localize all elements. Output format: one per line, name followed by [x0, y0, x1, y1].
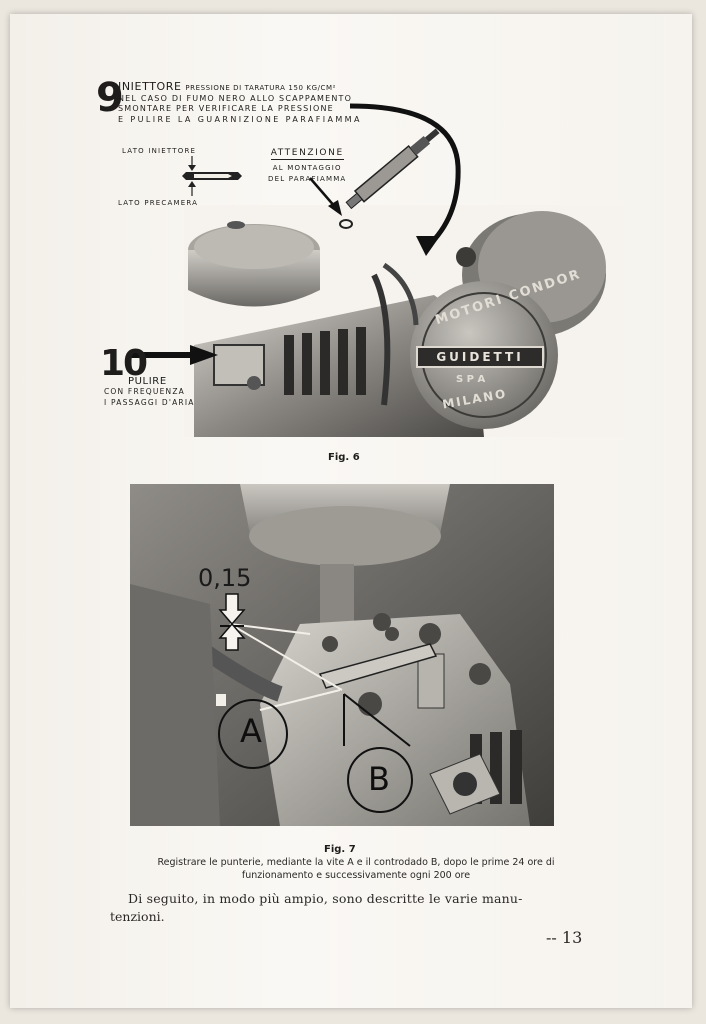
measure-label: 0,15	[198, 564, 252, 592]
step-10-text-block: PULIRE CON FREQUENZA I PASSAGGI D'ARIA	[104, 376, 195, 408]
arrow-10	[128, 345, 218, 365]
figure-6-caption: Fig. 6	[328, 452, 360, 463]
step-9-line-4: E PULIRE LA GUARNIZIONE PARAFIAMMA	[118, 114, 362, 124]
attenzione-block: ATTENZIONE AL MONTAGGIO DEL PARAFIAMMA	[268, 140, 346, 184]
attenzione-line-2: DEL PARAFIAMMA	[268, 174, 347, 183]
figure-7-description: Registrare le punterie, mediante la vite…	[96, 856, 616, 882]
step-9-pressure: PRESSIONE DI TARATURA 150 Kg/cm²	[185, 84, 337, 92]
step-9-text-block: INIETTORE PRESSIONE DI TARATURA 150 Kg/c…	[118, 80, 362, 125]
label-b: B	[368, 760, 390, 798]
step-9-title: INIETTORE	[118, 80, 182, 93]
step-9-number: 9	[96, 75, 124, 121]
figure-7-description-line-2: funzionamento e successivamente ogni 200…	[241, 870, 471, 881]
figure-7-description-line-1: Registrare le punterie, mediante la vite…	[157, 857, 555, 868]
attenzione-line-1: AL MONTAGGIO	[272, 164, 342, 172]
figure-6-engine-photo	[184, 205, 624, 437]
injector-diagram	[309, 103, 461, 256]
lato-precamera-label: LATO PRECAMERA	[118, 199, 199, 207]
gasket-diagram	[182, 156, 242, 196]
figure-7-caption: Fig. 7	[324, 844, 356, 855]
body-paragraph-line-2: tenzioni.	[110, 909, 165, 924]
step-10-number: 10	[100, 343, 148, 384]
step-9-line-2: NEL CASO DI FUMO NERO ALLO SCAPPAMENTO	[118, 93, 353, 103]
badge-brand-plate: GUIDETTI	[416, 346, 544, 368]
step-10-line-2: CON FREQUENZA	[104, 387, 186, 396]
figure-7-valve-photo	[130, 484, 554, 826]
cooling-fins	[284, 327, 366, 395]
step-10-title: PULIRE	[128, 376, 167, 387]
label-a: A	[240, 712, 262, 750]
body-paragraph-line-1: Di seguito, in modo più ampio, sono desc…	[128, 891, 523, 906]
step-10-line-3: I PASSAGGI D'ARIA	[104, 397, 195, 407]
lato-iniettore-label: LATO INIETTORE	[122, 147, 197, 155]
page-number: -- 13	[546, 928, 583, 947]
badge-spa: S P A	[456, 374, 486, 385]
attenzione-title: ATTENZIONE	[270, 148, 344, 160]
step-9-line-3: SMONTARE PER VERIFICARE LA PRESSIONE	[118, 104, 334, 113]
badge-brand-text: GUIDETTI	[436, 350, 524, 364]
body-paragraph: Di seguito, in modo più ampio, sono desc…	[110, 890, 590, 926]
